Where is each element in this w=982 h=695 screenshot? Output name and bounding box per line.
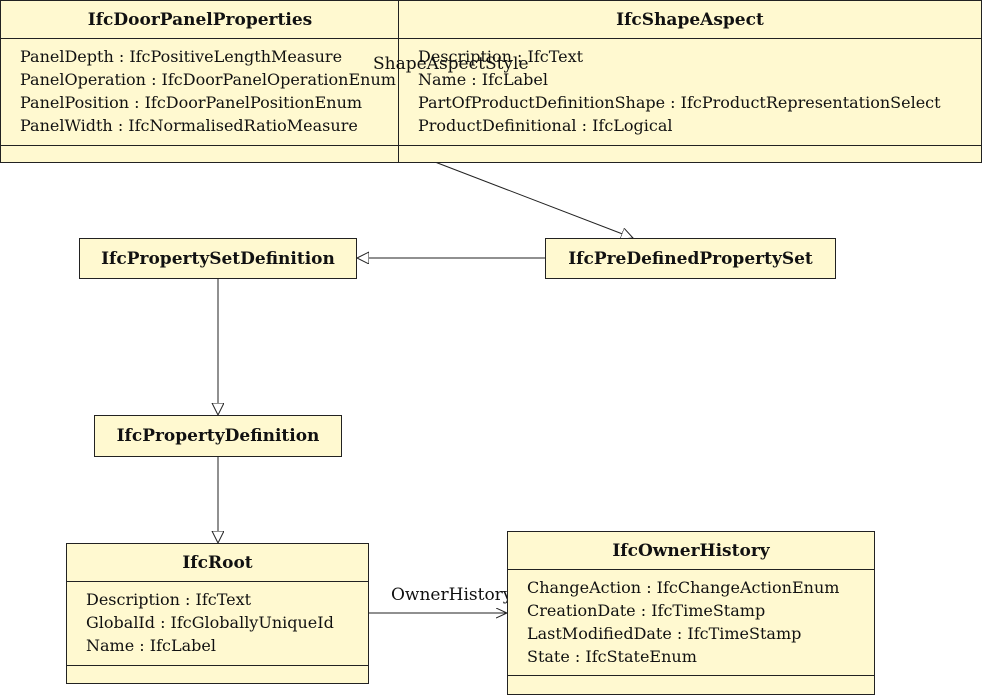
- attribute: PartOfProductDefinitionShape : IfcProduc…: [418, 93, 941, 112]
- attribute: PanelDepth : IfcPositiveLengthMeasure: [20, 47, 343, 66]
- attribute: CreationDate : IfcTimeStamp: [527, 601, 766, 620]
- edge-label-shape-aspect-style: ShapeAspectStyle: [373, 54, 529, 74]
- attribute: ProductDefinitional : IfcLogical: [418, 116, 673, 135]
- class-name: IfcPropertySetDefinition: [101, 248, 335, 269]
- class-name: IfcOwnerHistory: [508, 532, 874, 570]
- attribute: Description : IfcText: [418, 47, 584, 66]
- attribute: Description : IfcText: [86, 590, 252, 609]
- operation-compartment: [508, 676, 874, 694]
- operation-compartment: [1, 146, 399, 162]
- class-name: IfcPropertyDefinition: [116, 426, 320, 446]
- attribute: State : IfcStateEnum: [527, 647, 697, 666]
- attribute: PanelWidth : IfcNormalisedRatioMeasure: [20, 116, 358, 135]
- attribute: LastModifiedDate : IfcTimeStamp: [527, 624, 802, 643]
- class-ifcpropertysetdefinition[interactable]: IfcPropertySetDefinition: [79, 238, 357, 279]
- class-ifcpropertydefinition[interactable]: IfcPropertyDefinition: [94, 415, 342, 457]
- class-name: IfcPreDefinedPropertySet: [568, 248, 813, 269]
- attribute: PanelOperation : IfcDoorPanelOperationEn…: [20, 70, 396, 89]
- operation-compartment: [67, 666, 368, 683]
- attribute-list: Description : IfcText GlobalId : IfcGlob…: [67, 582, 368, 666]
- class-name: IfcRoot: [67, 544, 368, 582]
- class-ifcroot[interactable]: IfcRoot Description : IfcText GlobalId :…: [66, 543, 369, 684]
- operation-compartment: [399, 146, 981, 162]
- class-ifcshapeaspect[interactable]: IfcShapeAspect Description : IfcText Nam…: [398, 0, 982, 163]
- attribute: Name : IfcLabel: [86, 636, 216, 655]
- edge-label-owner-history: OwnerHistory: [391, 585, 513, 605]
- attribute: PanelPosition : IfcDoorPanelPositionEnum: [20, 93, 363, 112]
- class-name: IfcShapeAspect: [399, 1, 981, 39]
- attribute: ChangeAction : IfcChangeActionEnum: [527, 578, 840, 597]
- class-ifcpredefinedpropertyset[interactable]: IfcPreDefinedPropertySet: [545, 238, 836, 279]
- attribute-list: ChangeAction : IfcChangeActionEnum Creat…: [508, 570, 874, 676]
- class-ifcownerhistory[interactable]: IfcOwnerHistory ChangeAction : IfcChange…: [507, 531, 875, 695]
- attribute: Name : IfcLabel: [418, 70, 548, 89]
- attribute: GlobalId : IfcGloballyUniqueId: [86, 613, 334, 632]
- edge-doorpanel-to-predefined: [434, 161, 633, 238]
- attribute-list: Description : IfcText Name : IfcLabel Pa…: [399, 39, 981, 146]
- attribute-list: PanelDepth : IfcPositiveLengthMeasure Pa…: [1, 39, 399, 146]
- class-ifcdoorpanelproperties[interactable]: IfcDoorPanelProperties PanelDepth : IfcP…: [0, 0, 400, 163]
- class-name: IfcDoorPanelProperties: [1, 1, 399, 39]
